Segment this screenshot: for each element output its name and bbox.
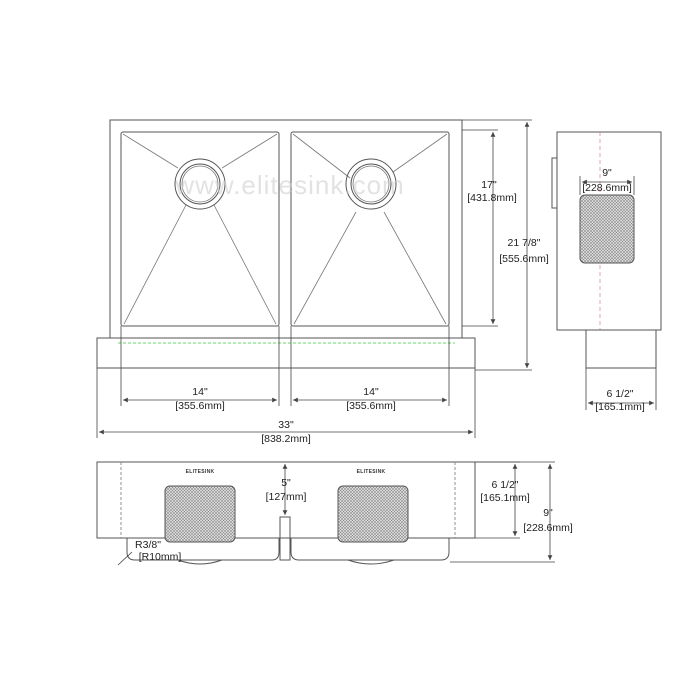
dim-front-apron-metric: [165.1mm] bbox=[480, 492, 530, 504]
dim-right-bowl-metric: [355.6mm] bbox=[346, 400, 396, 412]
right-bowl-slope-line bbox=[292, 133, 351, 179]
left-drain-flange bbox=[177, 559, 223, 565]
side-view bbox=[551, 131, 662, 410]
dim-17-metric: [431.8mm] bbox=[467, 192, 517, 204]
dim-radius-imperial: R3/8" bbox=[135, 539, 161, 551]
dim-17-imperial: 17" bbox=[481, 179, 497, 191]
dim-side-grid-imperial: 9" bbox=[602, 167, 612, 179]
right-bowl-slope-line bbox=[392, 133, 448, 173]
left-bowl-slope-line bbox=[213, 204, 277, 325]
dim-side-apron-metric: [165.1mm] bbox=[595, 401, 645, 413]
right-bowl-brand-label: ELITESINK bbox=[357, 469, 386, 475]
side-grid-mesh bbox=[579, 194, 635, 264]
right-bowl-slope-line bbox=[383, 211, 447, 325]
front-view-apron bbox=[96, 461, 476, 539]
dim-side-grid-metric: [228.6mm] bbox=[582, 182, 632, 194]
right-drain-inner bbox=[350, 163, 392, 205]
front-view bbox=[96, 461, 555, 566]
left-drain-core bbox=[181, 165, 219, 203]
right-bowl-slope-line bbox=[293, 211, 357, 325]
dim-overall-width-metric: [838.2mm] bbox=[261, 433, 311, 445]
left-bowl-slope-line bbox=[122, 133, 179, 169]
left-bowl-outline bbox=[120, 131, 280, 327]
right-bowl-outline bbox=[290, 131, 450, 327]
dim-left-bowl-imperial: 14" bbox=[192, 386, 208, 398]
dim-overall-height-imperial: 9" bbox=[543, 507, 553, 519]
left-bowl-bottom bbox=[126, 538, 280, 561]
dim-right-bowl-imperial: 14" bbox=[363, 386, 379, 398]
right-drain-core bbox=[352, 165, 390, 203]
center-divider bbox=[279, 516, 291, 561]
apron-front-strip bbox=[96, 337, 476, 369]
dim-overall-width-imperial: 33" bbox=[278, 419, 294, 431]
left-bowl-slope-line bbox=[221, 133, 278, 169]
top-view-outer-rim bbox=[109, 119, 463, 339]
right-grid-mesh bbox=[337, 485, 409, 543]
right-bowl-bottom bbox=[290, 538, 450, 561]
dim-21-7-8-imperial: 21 7/8" bbox=[508, 237, 541, 249]
dim-front-apron-imperial: 6 1/2" bbox=[491, 479, 518, 491]
left-drain-inner bbox=[179, 163, 221, 205]
dim-overall-height-metric: [228.6mm] bbox=[523, 522, 573, 534]
dim-left-bowl-metric: [355.6mm] bbox=[175, 400, 225, 412]
dim-center-divider-imperial: 5" bbox=[281, 477, 291, 489]
left-bowl-brand-label: ELITESINK bbox=[186, 469, 215, 475]
side-view-lip bbox=[551, 157, 558, 209]
right-drain-outer bbox=[345, 158, 397, 210]
left-bowl-slope-line bbox=[123, 204, 187, 325]
left-grid-mesh bbox=[164, 485, 236, 543]
dim-21-7-8-metric: [555.6mm] bbox=[499, 253, 549, 265]
dim-center-divider-metric: [127mm] bbox=[266, 491, 307, 503]
watermark-text: www.elitesink.com bbox=[174, 170, 404, 200]
left-drain-outer bbox=[174, 158, 226, 210]
right-drain-flange bbox=[347, 559, 395, 565]
dim-radius-metric: [R10mm] bbox=[139, 551, 182, 563]
top-view bbox=[96, 119, 532, 438]
dim-side-apron-imperial: 6 1/2" bbox=[606, 388, 633, 400]
side-apron-block bbox=[585, 329, 657, 369]
radius-leader-line bbox=[117, 551, 133, 566]
